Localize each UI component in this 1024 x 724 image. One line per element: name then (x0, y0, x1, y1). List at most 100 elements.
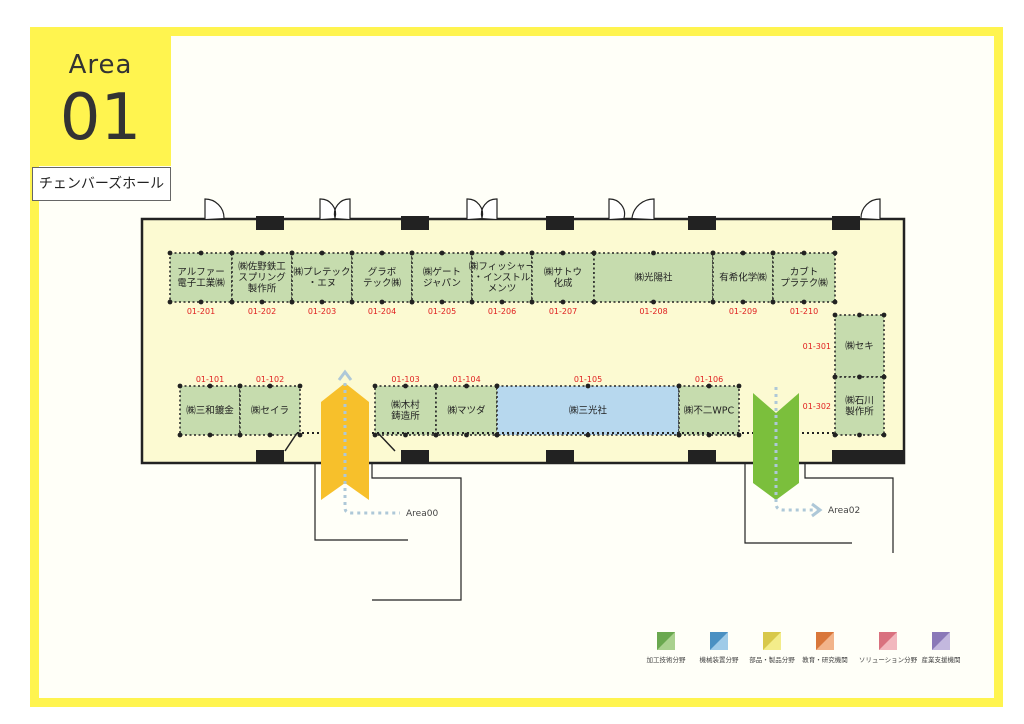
booth-post (585, 383, 591, 389)
double-door (466, 198, 498, 219)
pillar (832, 216, 860, 230)
pillar (546, 216, 574, 230)
booth-post (177, 432, 183, 438)
booth-name-line: プラテク㈱ (780, 277, 828, 289)
booth-number: 01-205 (428, 307, 456, 316)
booth-post (259, 299, 265, 305)
booth-number: 01-103 (391, 375, 419, 384)
booth-post (439, 299, 445, 305)
booth-box (239, 385, 301, 436)
pillar (256, 450, 284, 464)
booth-box (834, 376, 885, 436)
booth-number: 01-302 (803, 402, 831, 411)
area-word: Area (68, 50, 133, 80)
booth-post (207, 383, 213, 389)
booth-post (857, 432, 862, 438)
booth-post (832, 250, 838, 256)
booth-post (267, 383, 273, 389)
booth-post (469, 299, 475, 305)
booth-name-line: アルファー (177, 267, 224, 278)
legend-item: 部品・製品分野 (749, 632, 795, 664)
booth-number: 01-204 (368, 307, 396, 316)
booth-post (591, 299, 597, 305)
corridor-line (371, 463, 462, 601)
booth-post (651, 299, 656, 305)
area-tab (30, 27, 171, 166)
legend-label: 機械装置分野 (700, 655, 740, 664)
booth-name-line: ㈱不二WPC (684, 405, 735, 417)
booth-post (529, 250, 535, 256)
booth-number: 01-106 (695, 375, 723, 384)
booth-post (237, 383, 243, 389)
booth-post (857, 374, 862, 380)
booth-post (881, 312, 887, 318)
booth-box (712, 252, 774, 303)
booth-name-line: ㈱プレテック (293, 266, 350, 278)
legend-item: 加工技術分野 (647, 632, 686, 664)
booth-name-line: 化成 (553, 277, 573, 289)
booth-01-209[interactable]: 有希化学㈱01-209 (710, 250, 776, 316)
booth-name-line: ㈱セイラ (251, 405, 289, 417)
pillar (401, 216, 429, 230)
booth-post (409, 299, 415, 305)
booth-name-line: カブト (790, 266, 819, 278)
booth-name-line: ㈱サトウ (544, 266, 582, 278)
booth-box (593, 252, 714, 303)
legend: 加工技術分野機械装置分野部品・製品分野教育・研究機関ソリューション分野産業支援機… (647, 632, 961, 664)
pillar (832, 450, 904, 464)
booth-number: 01-201 (187, 307, 215, 316)
booth-box (291, 252, 353, 303)
booth-post (237, 432, 243, 438)
booth-post (499, 250, 505, 256)
booth-box (179, 385, 241, 436)
pillar (688, 216, 716, 230)
legend-swatch-shade (816, 632, 834, 650)
route-arrow-area00: Area00 (321, 369, 438, 519)
booth-box (772, 252, 836, 303)
booth-post (403, 432, 408, 438)
pillar (256, 216, 284, 230)
booth-number: 01-209 (729, 307, 757, 316)
booth-box (678, 385, 740, 436)
booth-post (433, 383, 439, 389)
booth-post (710, 299, 716, 305)
booth-name-line: 製作所 (248, 283, 277, 295)
legend-swatch-shade (657, 632, 675, 650)
booth-name-line: ㈱光陽社 (634, 272, 673, 284)
gate-line (284, 432, 298, 452)
booth-name-line: テック㈱ (363, 277, 402, 289)
area-number: 01 (59, 81, 142, 155)
booth-number: 01-206 (488, 307, 516, 316)
booth-name-line: ジャパン (423, 278, 461, 289)
booth-post (167, 299, 173, 305)
legend-swatch-shade (879, 632, 897, 650)
booth-01-106[interactable]: ㈱不二WPC 01-106 (676, 375, 742, 438)
route-label-area02: Area02 (828, 506, 860, 516)
booth-post (706, 383, 712, 389)
booth-name-line: ㈱木村 (391, 399, 420, 411)
booth-post (560, 250, 566, 256)
booth-name-line: ㈱セキ (845, 340, 874, 352)
legend-item: ソリューション分野 (859, 632, 918, 664)
booth-post (740, 250, 746, 256)
corridor-line (314, 463, 408, 541)
legend-item: 機械装置分野 (700, 632, 740, 664)
booth-name-line: ㈱佐野鉄工 (238, 261, 286, 273)
booth-box (471, 252, 533, 303)
legend-swatch-shade (710, 632, 728, 650)
booth-post (439, 250, 445, 256)
